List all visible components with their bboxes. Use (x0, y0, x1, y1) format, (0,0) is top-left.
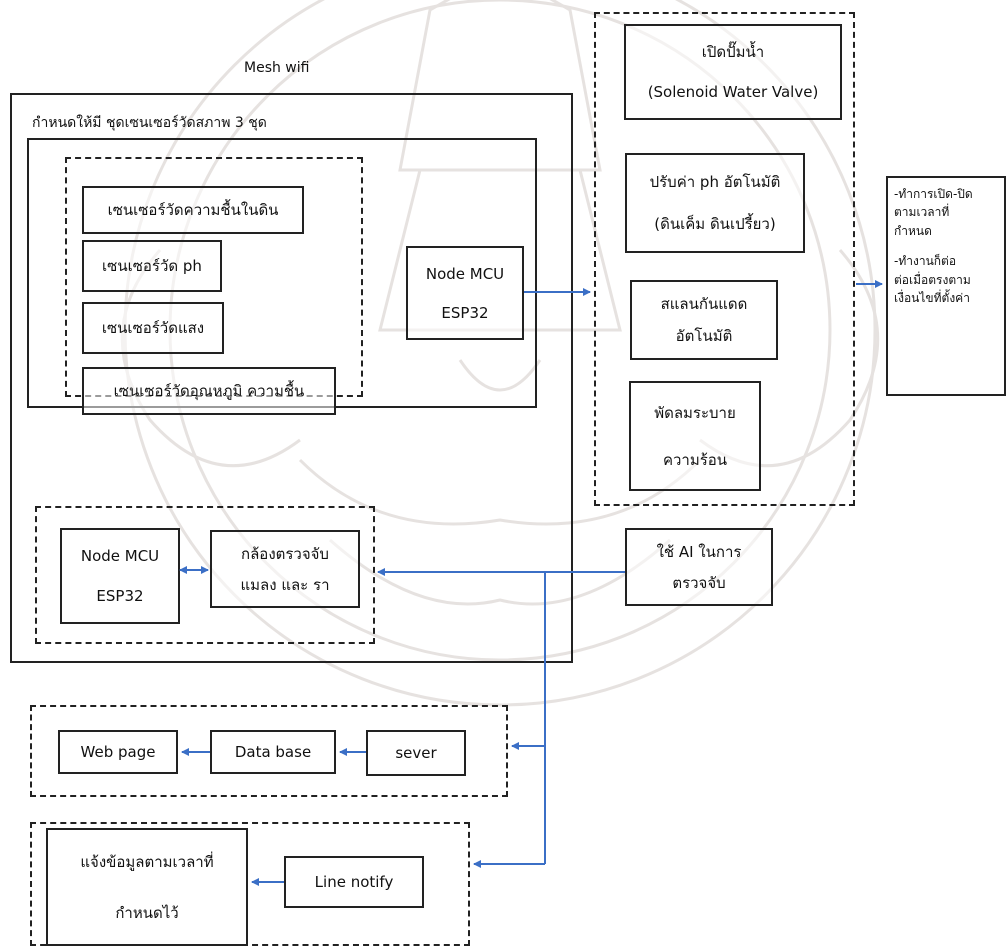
water-valve-box: เปิดปั๊มน้ำ (Solenoid Water Valve) (624, 24, 842, 120)
insect-mold-camera: กล้องตรวจจับ แมลง และ รา (210, 530, 360, 608)
notes-line6: เงื่อนไขที่ตั้งค่า (894, 290, 970, 305)
ph-adjust-line2: (ดินเค็ม ดินเปรี้ยว) (654, 215, 776, 233)
line-notify-box: Line notify (284, 856, 424, 908)
node-mcu-main: Node MCU ESP32 (406, 246, 524, 340)
notes-line3: กำหนด (894, 223, 932, 238)
web-page-box: Web page (58, 730, 178, 774)
cooling-fan-box: พัดลมระบาย ความร้อน (629, 381, 761, 491)
shade-net-box: สแลนกันแดด อัตโนมัติ (630, 280, 778, 360)
node-mcu-camera-line1: Node MCU (80, 547, 160, 565)
cooling-fan-line2: ความร้อน (662, 450, 728, 469)
ai-detection-box: ใช้ AI ในการ ตรวจจับ (625, 528, 773, 606)
temp-humidity-sensor: เซนเซอร์วัดอุณหภูมิ ความชื้น (82, 367, 336, 415)
mesh-container (10, 93, 573, 663)
shade-net-line1: สแลนกันแดด (660, 295, 748, 313)
ai-detection-line1: ใช้ AI ในการ (656, 542, 742, 561)
water-valve-line2: (Solenoid Water Valve) (647, 83, 819, 101)
ph-adjust-box: ปรับค่า ph อัตโนมัติ (ดินเค็ม ดินเปรี้ยว… (625, 153, 805, 253)
actuator-dashed-box (594, 12, 855, 506)
notify-message-line2: กำหนดไว้ (115, 903, 179, 922)
notify-dashed-box (30, 822, 470, 946)
camera-dashed-box (35, 506, 375, 644)
notify-message-box: แจ้งข้อมูลตามเวลาที่ กำหนดไว้ (46, 828, 248, 946)
server-dashed-box (30, 705, 508, 797)
notes-box (886, 176, 1006, 396)
water-valve-line1: เปิดปั๊มน้ำ (701, 43, 765, 61)
light-sensor: เซนเซอร์วัดแสง (82, 302, 224, 354)
shade-net-line2: อัตโนมัติ (675, 327, 733, 345)
soil-moisture-sensor: เซนเซอร์วัดความชื้นในดิน (82, 186, 304, 234)
mesh-wifi-label: Mesh wifi (244, 60, 310, 76)
node-mcu-camera-line2: ESP32 (96, 587, 144, 605)
notify-message-line1: แจ้งข้อมูลตามเวลาที่ (80, 852, 214, 871)
ph-sensor: เซนเซอร์วัด ph (82, 240, 222, 292)
notes-line4: -ทำงานก็ต่อ (894, 254, 957, 269)
node-mcu-camera: Node MCU ESP32 (60, 528, 180, 624)
notes-line1: -ทำการเปิด-ปิด (894, 187, 973, 201)
ai-detection-line2: ตรวจจับ (672, 573, 726, 592)
notes-line5: ต่อเมื่อตรงตาม (894, 272, 971, 287)
database-box: Data base (210, 730, 336, 774)
insect-mold-camera-line1: กล้องตรวจจับ (241, 544, 329, 563)
server-box: sever (366, 730, 466, 776)
cooling-fan-line1: พัดลมระบาย (654, 403, 736, 422)
node-mcu-main-line1: Node MCU (425, 264, 505, 283)
ph-adjust-line1: ปรับค่า ph อัตโนมัติ (649, 173, 781, 191)
notes-line2: ตามเวลาที่ (894, 205, 950, 220)
insect-mold-camera-line2: แมลง และ รา (240, 575, 330, 594)
node-mcu-main-line2: ESP32 (441, 303, 489, 322)
control-notes: -ทำการเปิด-ปิด ตามเวลาที่ กำหนด -ทำงานก็… (894, 187, 973, 309)
sensor-group-label: กำหนดให้มี ชุดเซนเซอร์วัดสภาพ 3 ชุด (32, 115, 267, 131)
